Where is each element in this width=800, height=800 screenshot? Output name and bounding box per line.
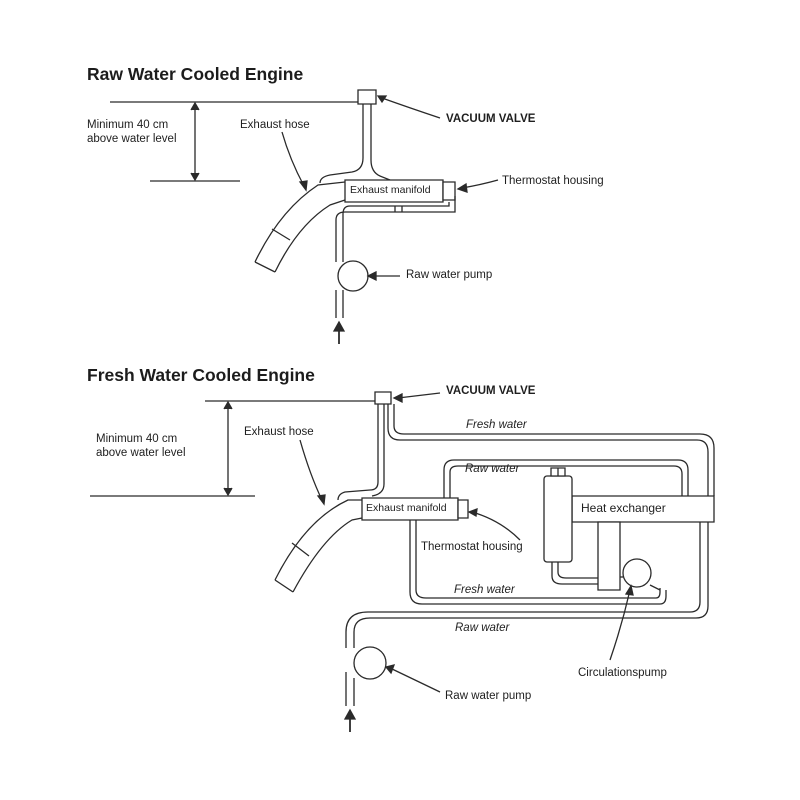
raw-thermostat-housing-label: Thermostat housing	[502, 175, 604, 187]
raw-diagram	[110, 90, 498, 344]
raw-exhaust-hose	[255, 182, 345, 262]
fresh-water-bottom-loop	[410, 520, 666, 604]
raw-hose-leader	[282, 132, 304, 186]
raw-thermostat-leader	[462, 180, 498, 188]
fresh-water-top-loop	[388, 404, 708, 496]
fresh-thermostat-leader	[472, 512, 520, 540]
circulation-pump-leader	[610, 590, 630, 660]
fresh-exhaust-hose-label: Exhaust hose	[244, 426, 314, 438]
raw-vacuum-valve	[358, 90, 376, 104]
fresh-exhaust-manifold-label: Exhaust manifold	[366, 502, 447, 514]
raw-water-bottom-label: Raw water	[455, 622, 510, 634]
fresh-vacuum-valve	[375, 392, 391, 404]
fresh-riser-pipe	[338, 404, 378, 500]
raw-exhaust-manifold-label: Exhaust manifold	[350, 184, 431, 196]
fresh-vacuum-valve-label: VACUUM VALVE	[446, 385, 536, 397]
circulation-pump-label: Circulationspump	[578, 667, 667, 679]
fresh-hose-leader	[300, 440, 322, 500]
raw-dimension-arrow-bottom	[191, 173, 199, 180]
raw-min-height-line1: Minimum 40 cm	[87, 119, 169, 131]
fresh-raw-water-pump	[354, 647, 386, 679]
raw-exhaust-hose-label: Exhaust hose	[240, 119, 310, 131]
raw-return-pipe	[336, 196, 455, 262]
heat-exchanger-label: Heat exchanger	[581, 501, 666, 515]
fresh-thermostat-housing-label: Thermostat housing	[421, 541, 523, 553]
raw-riser-pipe	[320, 104, 363, 183]
fresh-pump-leader	[390, 668, 440, 692]
fresh-raw-water-top-loop	[444, 460, 688, 498]
raw-water-top-label: Raw water	[465, 463, 520, 475]
heat-exchanger	[572, 496, 714, 522]
fresh-exhaust-hose	[275, 500, 362, 580]
fresh-vacuum-leader	[398, 393, 440, 398]
raw-water-pump-label: Raw water pump	[406, 269, 493, 281]
fresh-water-bottom-label: Fresh water	[454, 584, 515, 596]
raw-title: Raw Water Cooled Engine	[87, 64, 304, 84]
fresh-title: Fresh Water Cooled Engine	[87, 365, 315, 385]
fresh-thermostat-housing	[458, 500, 468, 518]
raw-water-bottom-loop	[354, 522, 708, 648]
fresh-water-top-label: Fresh water	[466, 419, 527, 431]
raw-thermostat-housing	[443, 182, 455, 200]
raw-vacuum-leader	[382, 98, 440, 118]
expansion-tank	[544, 476, 572, 562]
fresh-diagram	[90, 392, 714, 732]
heat-exchanger-column	[598, 522, 620, 590]
raw-water-pump	[338, 261, 368, 291]
raw-min-height-line2: above water level	[87, 133, 177, 145]
fresh-min-height-line2: above water level	[96, 447, 186, 459]
circulation-pump	[623, 559, 651, 587]
raw-dimension-arrow-top	[191, 103, 199, 110]
fresh-min-height-line1: Minimum 40 cm	[96, 433, 178, 445]
fresh-raw-water-pump-label: Raw water pump	[445, 690, 532, 702]
raw-vacuum-valve-label: VACUUM VALVE	[446, 113, 536, 125]
